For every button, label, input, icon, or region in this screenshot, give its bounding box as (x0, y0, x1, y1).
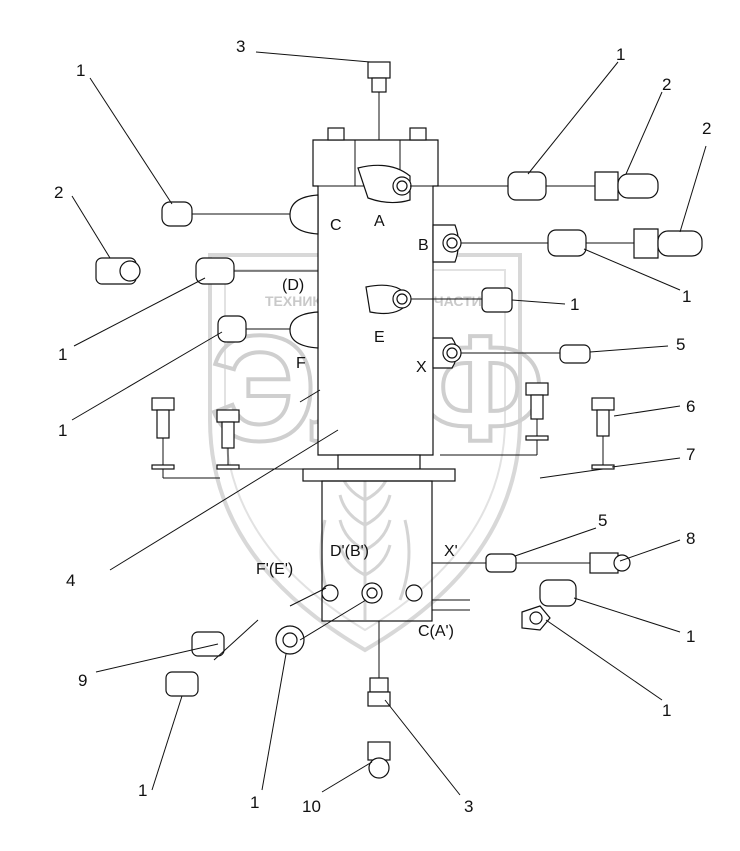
port-fe-hole (321, 584, 339, 602)
grease-nipple-top-base (371, 77, 387, 93)
port-x-hole-inner (446, 347, 458, 359)
nut-b-sleeve (657, 230, 703, 257)
plug-lower-left (165, 671, 199, 697)
port-boss-c (289, 194, 319, 235)
watermark-shield (208, 253, 522, 653)
port-label-c: C (330, 217, 342, 234)
bolt-right-inner (525, 382, 549, 441)
grease-nipple-bottom-base (367, 691, 391, 707)
callout-1-bottom-mid: 1 (250, 793, 259, 812)
nut-lower-left-bore (282, 632, 298, 648)
bolt-right-outer (591, 397, 615, 470)
swivel-joint-body (289, 127, 462, 622)
rotor-body (321, 480, 433, 622)
port-boss-f (289, 311, 319, 349)
cap-8-ring (613, 554, 631, 572)
bolt-left-outer (151, 397, 175, 470)
callout-1-bottom-right: 1 (662, 701, 671, 720)
callout-1-bottom-left: 1 (138, 781, 147, 800)
callouts: 3 1 2 1 1 1 2 2 1 1 5 6 7 4 5 8 1 1 9 1 … (54, 37, 711, 816)
nut-a (594, 171, 619, 201)
callout-5-upper: 5 (676, 335, 685, 354)
cap-10-ring (368, 757, 390, 779)
callout-1-lower-right: 1 (686, 627, 695, 646)
adapter-b (547, 229, 587, 257)
watermark-shield-inner (224, 269, 506, 632)
port-label-xprime: X' (444, 543, 458, 560)
plug-9 (191, 631, 225, 657)
port-label-b: B (418, 237, 429, 254)
connector-x (559, 344, 591, 364)
bolt-left-inner (216, 409, 240, 470)
watermark-left-text: ТЕХНИКА (265, 293, 331, 309)
top-bolt-left (327, 127, 345, 141)
adapter-ca (539, 579, 577, 607)
fittings (95, 61, 703, 779)
callout-2-left: 2 (54, 183, 63, 202)
port-b-hole-inner (446, 237, 458, 249)
callout-10: 10 (302, 797, 321, 816)
port-label-db: D'(B') (330, 543, 369, 560)
port-label-fe: F'(E') (256, 561, 293, 578)
adapter-c (161, 201, 193, 227)
washer-line-right-outer (539, 468, 604, 479)
body-neck (337, 454, 421, 470)
callout-6: 6 (686, 397, 695, 416)
callout-3-top: 3 (236, 37, 245, 56)
port-ca-hole (405, 584, 423, 602)
callout-2-right: 2 (702, 119, 711, 138)
callout-1-right-b: 1 (682, 287, 691, 306)
callout-4: 4 (66, 571, 75, 590)
connector-xprime (485, 553, 517, 573)
nut-left-bore (119, 260, 141, 282)
callout-1-upper-right: 1 (616, 45, 625, 64)
callout-5-lower: 5 (598, 511, 607, 530)
callout-1-left-low: 1 (58, 421, 67, 440)
port-label-ca: C(A') (418, 623, 454, 640)
nut-a-sleeve (617, 173, 659, 199)
callout-1-upper-left: 1 (76, 61, 85, 80)
callout-7: 7 (686, 445, 695, 464)
grease-nipple-bottom (369, 677, 389, 693)
port-labels: A B C (D) E F X F'(E') D'(B') X' C(A') (256, 213, 458, 640)
leader-lines (71, 51, 707, 796)
callout-8: 8 (686, 529, 695, 548)
port-label-x: X (416, 359, 427, 376)
callout-3-bottom: 3 (464, 797, 473, 816)
port-label-d: (D) (282, 277, 304, 294)
port-e-hole-inner (396, 293, 408, 305)
top-bolt-right (409, 127, 427, 141)
callout-9: 9 (78, 671, 87, 690)
cap-10 (367, 741, 391, 761)
callout-1-left-mid: 1 (58, 345, 67, 364)
mounting-flange (302, 468, 456, 482)
adapter-f (217, 315, 247, 343)
port-label-f: F (296, 355, 306, 372)
port-a-hole-inner (396, 180, 408, 192)
grease-nipple-top (367, 61, 391, 79)
callout-1-plug-e: 1 (570, 295, 579, 314)
port-label-e: E (374, 329, 385, 346)
adapter-a (507, 171, 547, 201)
callout-2-upper-right: 2 (662, 75, 671, 94)
plug-e (481, 287, 513, 313)
nut-b (633, 228, 659, 259)
nut-lower-right-bore (529, 611, 543, 625)
port-db-hole-inner (366, 587, 378, 599)
port-label-a: A (374, 213, 385, 230)
